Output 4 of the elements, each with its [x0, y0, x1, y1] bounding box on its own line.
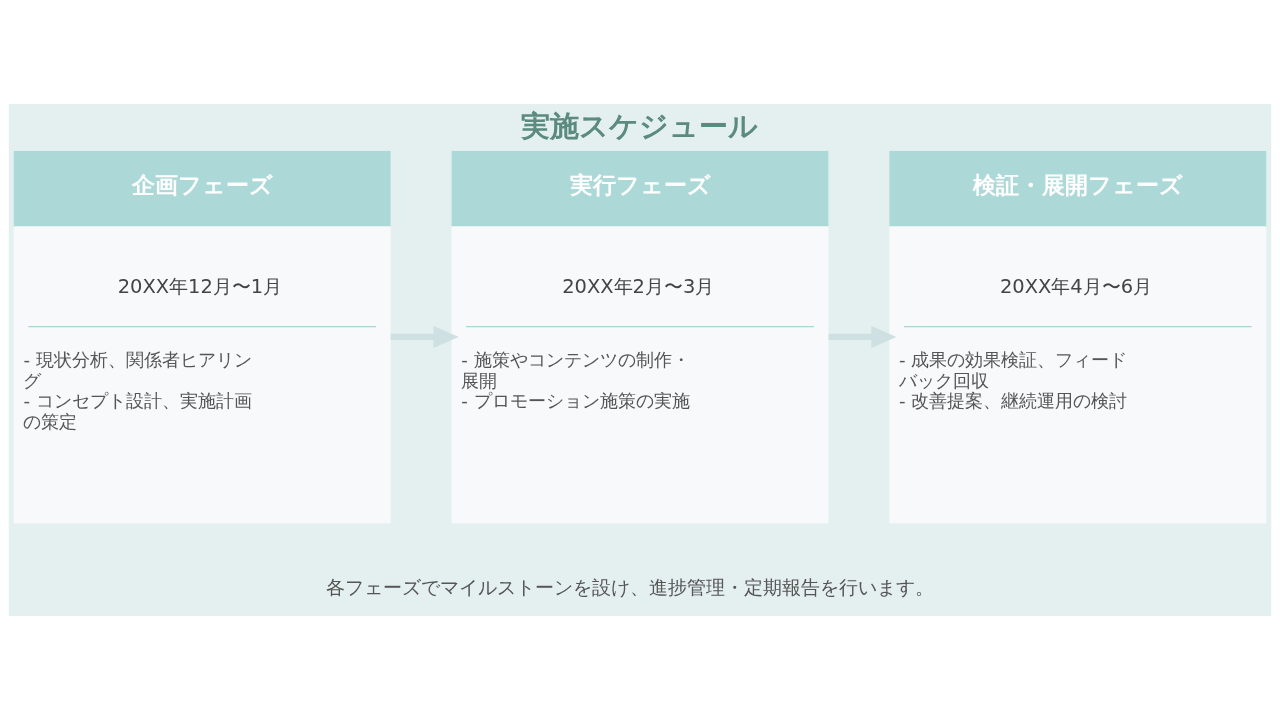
- arrow: [390, 325, 459, 348]
- arrow: [828, 325, 897, 348]
- diagram-title: 実施スケジュール: [520, 108, 758, 143]
- caption: 各フェーズでマイルストーンを設け、進捗管理・定期報告を行います。: [325, 575, 934, 599]
